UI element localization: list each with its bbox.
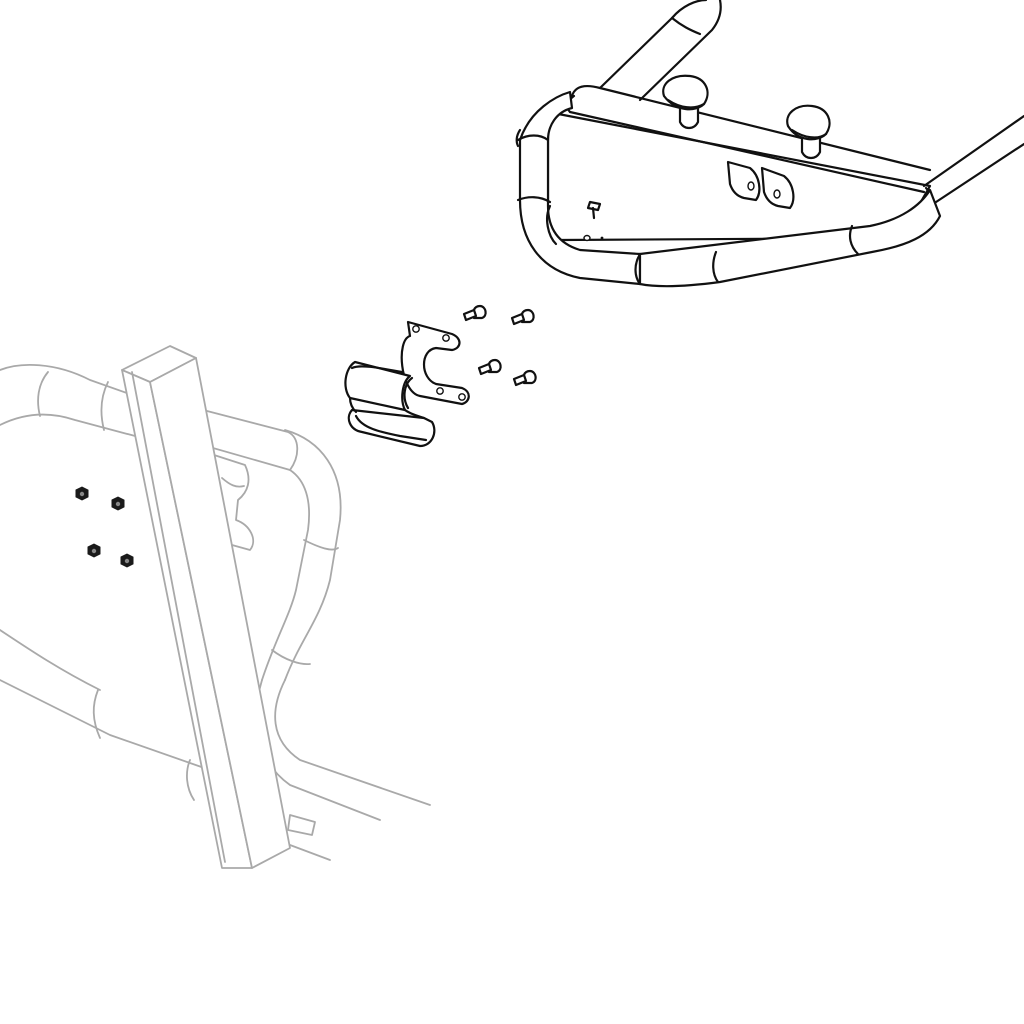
small-pin [586, 200, 602, 220]
bolts [462, 304, 537, 387]
pipe-clamp-half [344, 360, 436, 448]
bolt [512, 369, 537, 387]
mushroom-bumper [786, 104, 831, 160]
tube-frame-assembly [515, 0, 1024, 288]
bolt [510, 308, 535, 326]
mushroom-bumper [662, 74, 709, 130]
mounting-tab [726, 160, 761, 202]
hex-nut [87, 543, 101, 558]
square-post [121, 345, 291, 869]
hex-nuts [75, 486, 134, 568]
bolt [477, 358, 502, 376]
hex-nut [120, 553, 134, 568]
pipe-clamp-half [400, 320, 470, 406]
hex-nut [111, 496, 125, 511]
bolt [462, 304, 487, 322]
hex-nut [75, 486, 89, 501]
pipe-clamp-assembly [344, 320, 470, 448]
mounting-tab [760, 166, 795, 210]
